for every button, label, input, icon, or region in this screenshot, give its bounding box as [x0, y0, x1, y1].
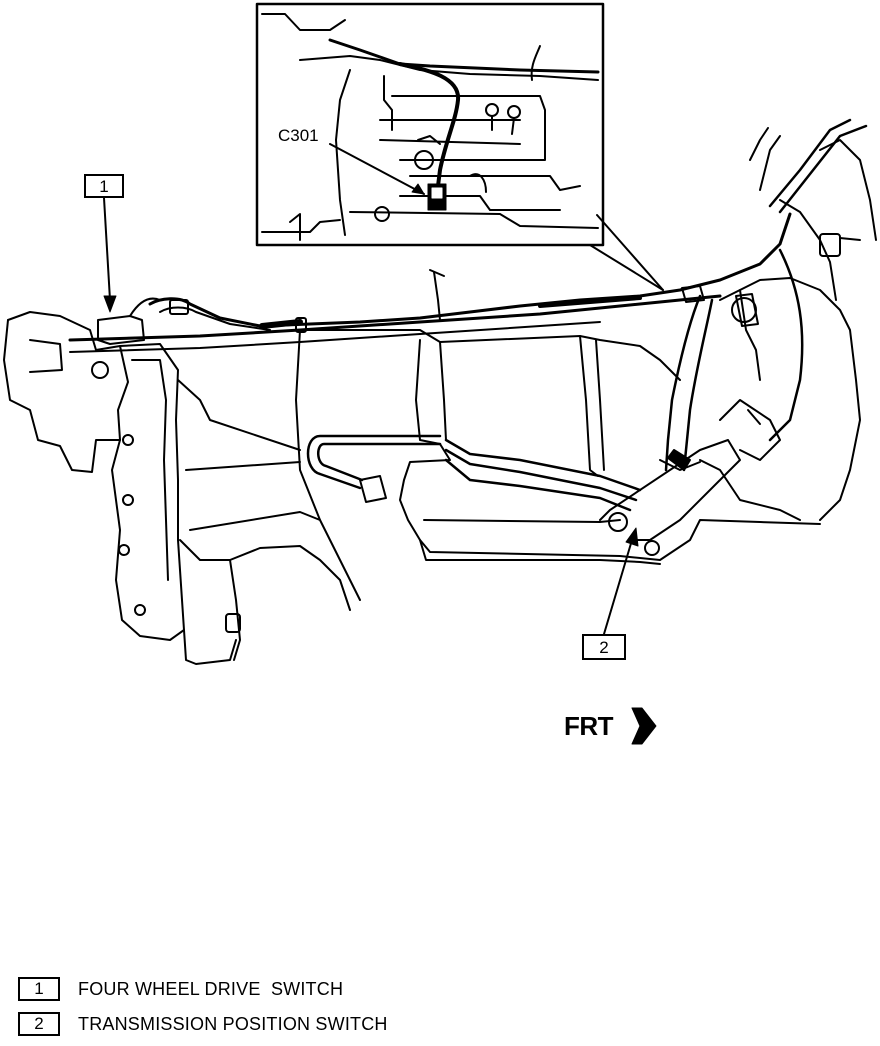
callout-1: 1: [84, 174, 124, 198]
legend-text: TRANSMISSION POSITION SWITCH: [78, 1013, 388, 1034]
front-direction-label: FRT: [564, 711, 614, 741]
callout-2: 2: [582, 634, 626, 660]
legend-number: 2: [18, 1012, 60, 1036]
inset-detail: [255, 2, 664, 291]
right-arrow-icon: [631, 707, 657, 745]
callout-2-number: 2: [599, 637, 609, 657]
callout-1-number: 1: [99, 176, 109, 196]
legend: 1 FOUR WHEEL DRIVE SWITCH 2 TRANSMISSION…: [18, 976, 388, 1046]
legend-text: FOUR WHEEL DRIVE SWITCH: [78, 978, 344, 999]
legend-item: 2 TRANSMISSION POSITION SWITCH: [18, 1011, 388, 1037]
callout-leaders: [103, 197, 639, 635]
transmission-body: [3, 118, 877, 665]
legend-item: 1 FOUR WHEEL DRIVE SWITCH: [18, 976, 388, 1002]
connector-label: C301: [278, 126, 319, 145]
legend-number: 1: [18, 977, 60, 1001]
